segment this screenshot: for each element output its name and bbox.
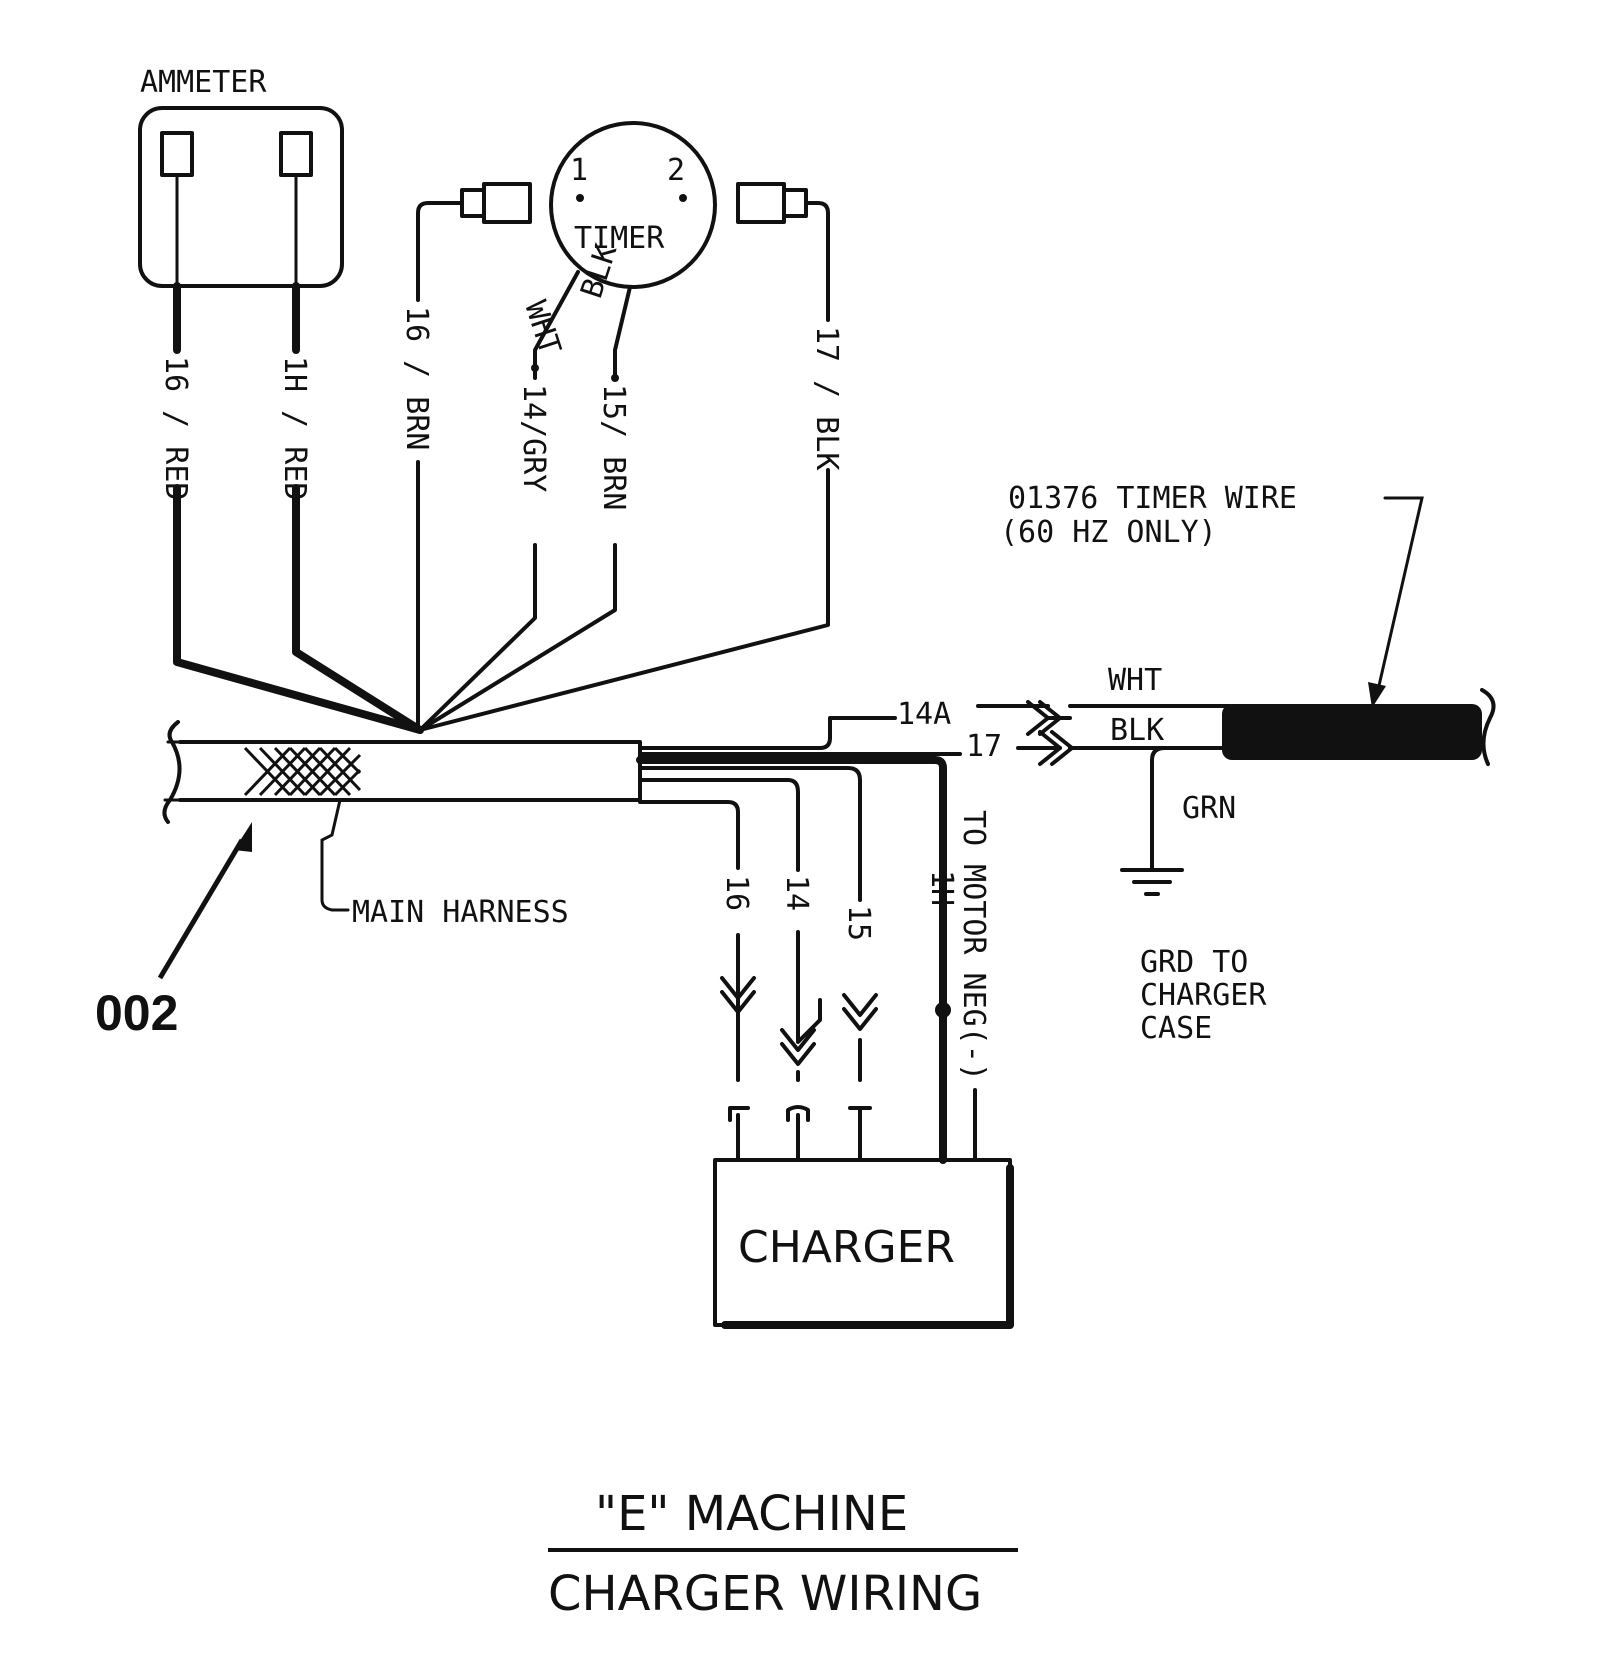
wire-label-16-red: 16 / RED (158, 356, 193, 501)
timer-wire-title: 01376 TIMER WIRE (1008, 481, 1297, 516)
timer-wire-cable: WHT BLK 01376 TIMER WIRE (60 HZ ONLY) GR… (1000, 481, 1496, 896)
main-harness: MAIN HARNESS (162, 720, 642, 930)
timer-connector-right (736, 182, 808, 224)
harness-sheath (178, 740, 642, 802)
wire-label-c16: 16 (719, 875, 754, 911)
title-line-1: "E" MACHINE (595, 1486, 908, 1542)
timer-wire-blk: BLK (1110, 713, 1164, 748)
wire-label-16-brn: 16 / BRN (399, 306, 434, 451)
ammeter: AMMETER (138, 65, 344, 288)
wire-label-c14: 14 (779, 875, 814, 911)
timer-pin-2 (679, 194, 687, 202)
wire-label-17-blk: 17 / BLK (809, 326, 844, 471)
harness-label: MAIN HARNESS (352, 895, 569, 930)
ammeter-terminal-right (279, 131, 313, 177)
timer-title: TIMER (574, 221, 665, 256)
charger: CHARGER (713, 1158, 1014, 1329)
ground-line-1: GRD TO (1140, 945, 1248, 980)
motor-neg-label: TO MOTOR NEG(-) (956, 810, 991, 1081)
callout-002: 002 (95, 822, 252, 1041)
timer-wire-wht: WHT (1108, 663, 1162, 698)
wire-labels: 16 / RED 1H / RED 16 / BRN 14/GRY 15/ BR… (158, 306, 844, 510)
charger-wire-labels: 16 14 15 1H TO MOTOR NEG(-) (719, 810, 991, 1081)
timer-pin-1 (576, 194, 584, 202)
timer-wire-subtitle: (60 HZ ONLY) (1000, 515, 1217, 550)
wire-label-14a: 14A (897, 697, 951, 732)
wires-to-harness (173, 201, 830, 734)
charger-label: CHARGER (738, 1222, 955, 1273)
timer-connector-left (460, 182, 532, 224)
ammeter-terminal-stems (175, 173, 298, 288)
ground-line-3: CASE (1140, 1011, 1212, 1046)
harness-braid (243, 746, 362, 797)
wire-label-1h-red: 1H / RED (277, 356, 312, 501)
timer-terminal-1: 1 (570, 153, 588, 188)
wire-label-c1h: 1H (924, 870, 959, 906)
ammeter-terminal-left (160, 131, 194, 177)
ground-line-2: CHARGER (1140, 978, 1267, 1013)
timer-terminal-2: 2 (667, 153, 685, 188)
ammeter-body (138, 106, 344, 288)
wire-label-15-brn: 15/ BRN (596, 384, 631, 510)
wire-label-14-gry: 14/GRY (516, 384, 551, 492)
title-line-2: CHARGER WIRING (548, 1566, 982, 1622)
callout-label: 002 (95, 985, 178, 1041)
ground-note: GRD TO CHARGER CASE (1140, 945, 1267, 1046)
timer-wire-jacket (1222, 704, 1482, 760)
timer-wire-grn: GRN (1182, 791, 1236, 826)
diagram-title: "E" MACHINE CHARGER WIRING (548, 1486, 1018, 1622)
wire-label-17: 17 (966, 729, 1002, 764)
ammeter-title: AMMETER (140, 65, 267, 100)
wire-label-c15: 15 (841, 905, 876, 941)
timer-body (549, 121, 717, 289)
timer: 1 2 TIMER WHT BLK (460, 121, 808, 359)
